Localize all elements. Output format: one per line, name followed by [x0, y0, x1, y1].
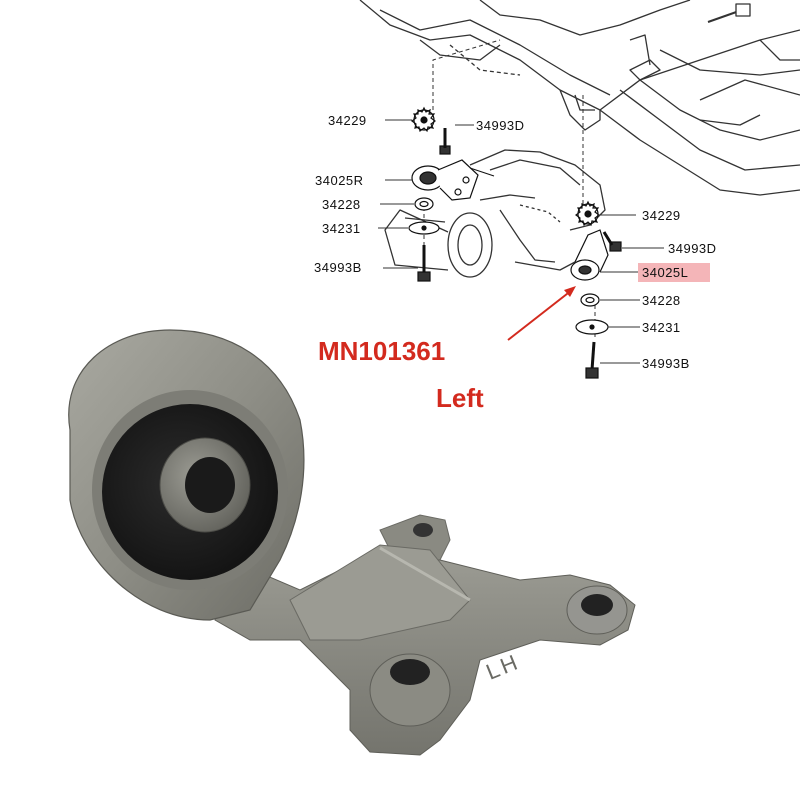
callout: MN101361 Left [318, 286, 576, 413]
long-bolt-icon [585, 341, 599, 379]
leader-lines [378, 119, 664, 364]
subframe-line-art [359, 0, 800, 340]
washer-plate-icon [575, 319, 609, 335]
bracket-icon [411, 159, 495, 201]
small-bolt-icon [602, 231, 622, 252]
label-l-bolt-top: 34993D [668, 241, 717, 256]
spacer-icon [414, 197, 434, 211]
label-r-washer-top: 34229 [328, 113, 367, 128]
part-labels: 34229 34993D 34025R 34228 34231 34993B 3… [314, 113, 717, 371]
right-exploded-parts [408, 106, 495, 282]
label-l-spacer: 34228 [642, 293, 681, 308]
label-l-washer-top: 34229 [642, 208, 681, 223]
arrow-head-icon [564, 286, 576, 297]
callout-part-number: MN101361 [318, 336, 445, 366]
left-exploded-parts [570, 200, 622, 379]
callout-side: Left [436, 383, 484, 413]
label-l-washer-plate: 34231 [642, 320, 681, 335]
label-r-bolt-top: 34993D [476, 118, 525, 133]
star-washer-icon [575, 200, 600, 227]
product-photo: LH [68, 329, 636, 756]
label-r-washer-plate: 34231 [322, 221, 361, 236]
part-highlight [638, 263, 710, 282]
spacer-icon [580, 293, 600, 307]
callout-arrow [507, 289, 573, 341]
label-l-bolt-bottom: 34993B [642, 356, 690, 371]
long-bolt-icon [417, 245, 431, 282]
label-r-bracket: 34025R [315, 173, 364, 188]
washer-plate-icon [408, 221, 440, 235]
small-bolt-icon [439, 128, 451, 155]
star-washer-icon [411, 106, 436, 133]
label-r-bolt-bottom: 34993B [314, 260, 362, 275]
bracket-icon [570, 229, 609, 281]
label-l-bracket: 34025L [642, 265, 688, 280]
label-r-spacer: 34228 [322, 197, 361, 212]
